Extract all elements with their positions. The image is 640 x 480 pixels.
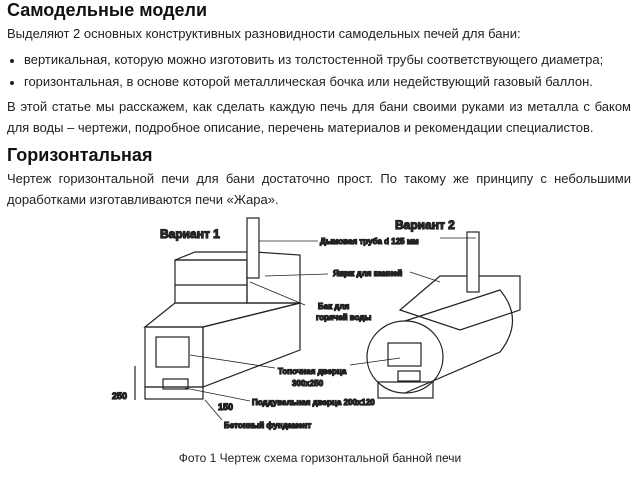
leader-lines	[184, 237, 476, 421]
tank-label-line2: горячей воды	[316, 313, 371, 322]
fire-door-label-line2: 300x250	[292, 379, 324, 388]
variant1-drawing	[134, 217, 301, 400]
ash-door-label: Поддувальная дверца 200x120	[252, 398, 375, 407]
intro-text: Выделяют 2 основных конструктивных разно…	[7, 26, 521, 41]
foundation-label: Бетонный фундамент	[224, 421, 311, 430]
variant2-drawing	[366, 231, 521, 399]
horizontal-paragraph: Чертеж горизонтальной печи для бани дост…	[7, 171, 631, 207]
figure-caption: Фото 1 Чертеж схема горизонтальной банно…	[178, 451, 462, 465]
heading-homemade-models: Самодельные модели	[7, 0, 208, 20]
stone-box-label: Ящик для камней	[333, 269, 402, 278]
tank-label-line1: Бак для	[318, 302, 350, 311]
list-item: горизонтальная, в основе которой металли…	[10, 74, 593, 89]
dimension-250: 250	[112, 391, 127, 401]
article-paragraph: В этой статье мы расскажем, как сделать …	[7, 99, 631, 135]
variant2-label: Вариант 2	[395, 218, 455, 232]
heading-horizontal: Горизонтальная	[7, 145, 153, 165]
dimension-150: 150	[218, 402, 233, 412]
variant1-label: Вариант 1	[160, 227, 220, 241]
list-item: вертикальная, которую можно изготовить и…	[9, 52, 604, 67]
chimney-label: Дымовая труба d 125 мм	[320, 237, 419, 246]
fire-door-label-line1: Топочная дверца	[278, 367, 347, 376]
